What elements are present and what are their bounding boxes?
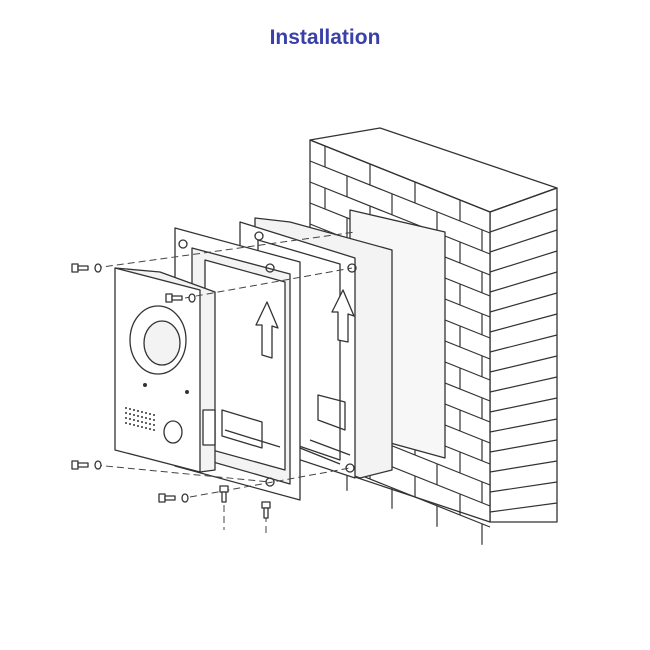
door-station-device — [114, 267, 216, 473]
screw-icon — [71, 263, 102, 273]
up-arrow-icon — [331, 289, 355, 343]
screw-icon — [158, 493, 189, 503]
screw-icon — [261, 501, 271, 519]
speaker-grille — [125, 407, 155, 431]
screws — [71, 263, 271, 519]
screw-icon — [71, 460, 102, 470]
up-arrow-icon — [255, 301, 279, 359]
screw-icon — [219, 485, 229, 503]
screw-icon — [165, 293, 196, 303]
call-button — [163, 420, 183, 444]
page-title: Installation — [269, 26, 381, 49]
